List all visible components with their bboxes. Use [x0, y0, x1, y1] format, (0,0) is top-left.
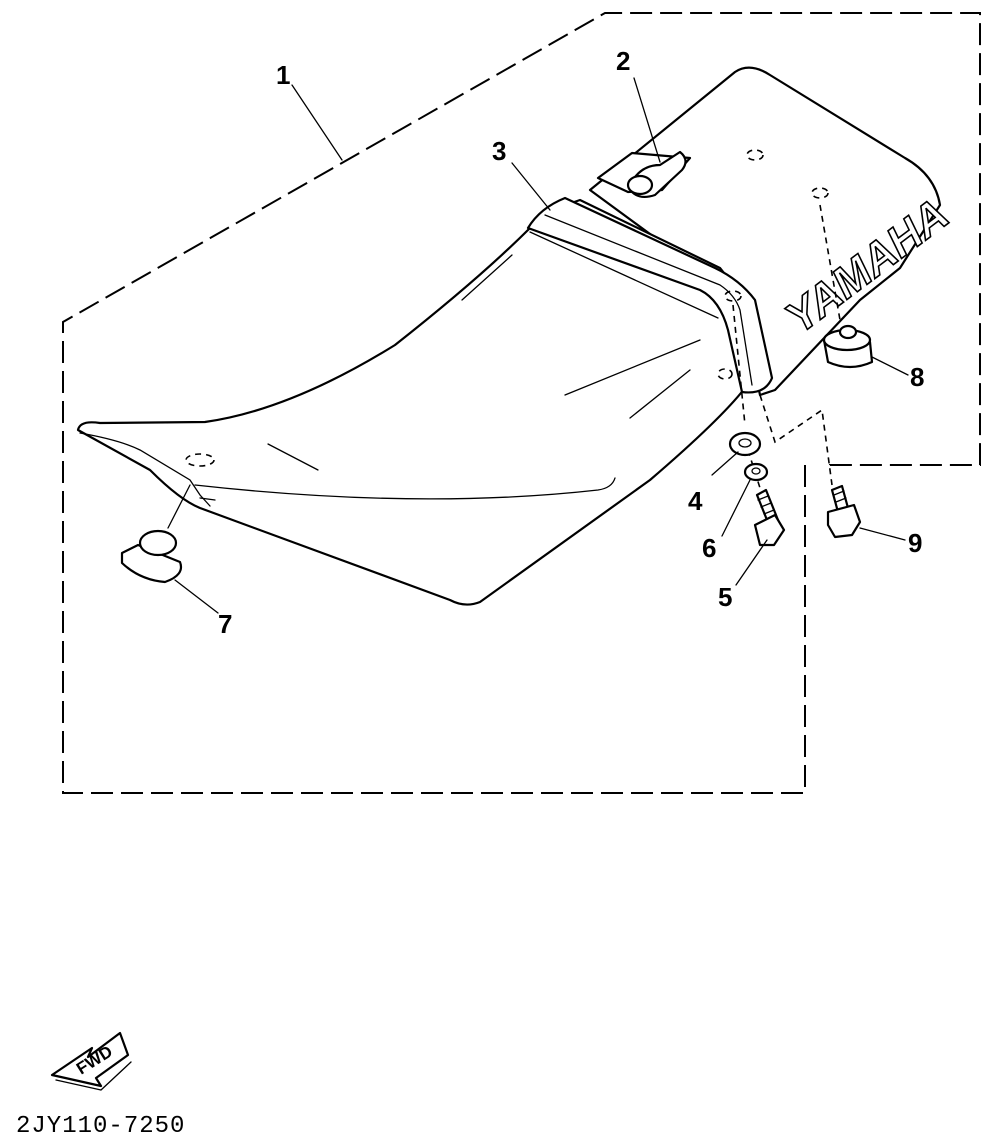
bolt [753, 488, 786, 547]
forward-arrow-icon: FWD [50, 1031, 132, 1091]
guide-line-2 [732, 304, 746, 426]
callout-2: 2 [616, 46, 630, 76]
seat-hook-bracket [596, 150, 692, 199]
leader-5 [735, 539, 768, 586]
callout-4: 4 [688, 486, 703, 516]
callout-6: 6 [702, 533, 716, 563]
mount-hole-rear-1 [746, 149, 764, 161]
leader-7b [167, 484, 191, 529]
seat-flank-line [194, 477, 616, 500]
callout-3: 3 [492, 136, 506, 166]
collar-bolt [826, 484, 862, 539]
seat-strap-edge [544, 214, 753, 386]
callout-7: 7 [218, 609, 232, 639]
leader-6 [721, 479, 751, 537]
seat-crease-4 [629, 369, 691, 419]
callout-9: 9 [908, 528, 922, 558]
guide-line-1 [819, 204, 841, 321]
seat-flank [79, 432, 211, 507]
guide-line-3 [759, 394, 833, 486]
seat-strap [526, 196, 774, 394]
seat-crease-1 [267, 443, 319, 471]
leader-4 [711, 451, 739, 476]
mount-hole-side-2 [717, 368, 733, 380]
callout-1: 1 [276, 60, 290, 90]
assembly-boundary [62, 12, 981, 794]
drawing-code: 2JY110-7250 [16, 1113, 185, 1140]
seat-crease-5 [529, 231, 719, 319]
washer [728, 431, 762, 457]
leader-8 [871, 356, 909, 376]
seat-rear-tail [588, 66, 942, 397]
seat-crease-2 [461, 254, 513, 301]
leader-3 [511, 162, 551, 211]
leader-2 [633, 77, 661, 163]
leader-1 [291, 84, 343, 161]
damper [822, 324, 874, 369]
callout-5: 5 [718, 582, 732, 612]
mount-hole-side-1 [724, 290, 742, 302]
seat-crease-3 [564, 339, 701, 396]
mount-hole-rear-2 [811, 187, 829, 199]
leader-9 [859, 527, 906, 541]
mount-hole-front [185, 453, 215, 467]
guide-line-4 [747, 449, 761, 489]
seat-side-line [199, 497, 216, 501]
front-damper [120, 529, 183, 584]
callout-8: 8 [910, 362, 924, 392]
lock-washer [743, 462, 769, 482]
leader-7 [174, 579, 219, 614]
